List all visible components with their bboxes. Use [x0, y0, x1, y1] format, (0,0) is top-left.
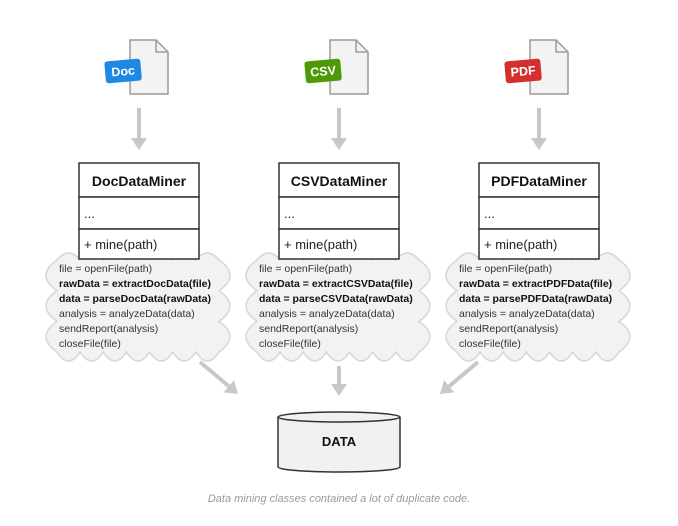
- doc-file-badge: Doc: [104, 58, 142, 84]
- csv-code-line: file = openFile(path): [259, 263, 352, 275]
- doc-file-badge-label: Doc: [111, 63, 136, 79]
- pdf-code-line: sendReport(analysis): [459, 323, 558, 335]
- caption: Data mining classes contained a lot of d…: [207, 493, 471, 505]
- pdf-code-line: analysis = analyzeData(data): [459, 308, 595, 320]
- miner-column-csv: CSV CSVDataMiner... + mine(path) file = ope…: [245, 39, 431, 362]
- csv-class-name: CSVDataMiner: [291, 173, 388, 189]
- pdf-data-arrow: [440, 360, 480, 394]
- doc-code-line: sendReport(analysis): [59, 323, 158, 335]
- pdf-file-arrow: [531, 108, 547, 150]
- doc-code-line: file = openFile(path): [59, 263, 152, 275]
- pdf-class-box: PDFDataMiner... + mine(path): [478, 162, 600, 260]
- doc-code-line: rawData = extractDocData(file): [59, 278, 211, 290]
- csv-code-line: data = parseCSVData(rawData): [259, 293, 413, 305]
- csv-code-line: analysis = analyzeData(data): [259, 308, 395, 320]
- pdf-file-icon: PDF: [504, 39, 569, 95]
- csv-code-line: closeFile(file): [259, 338, 321, 350]
- pdf-class-fields: ...: [484, 206, 495, 221]
- doc-code-line: data = parseDocData(rawData): [59, 293, 211, 305]
- doc-data-arrow: [198, 360, 238, 394]
- csv-code-line: rawData = extractCSVData(file): [259, 278, 413, 290]
- doc-file-icon: Doc: [104, 39, 169, 95]
- csv-class-fields: ...: [284, 206, 295, 221]
- doc-class-name: DocDataMiner: [92, 173, 187, 189]
- pdf-code-line: data = parsePDFData(rawData): [459, 293, 612, 305]
- doc-code-line: analysis = analyzeData(data): [59, 308, 195, 320]
- csv-file-icon: CSV: [304, 39, 369, 95]
- csv-data-arrow: [331, 366, 347, 396]
- database-icon: [277, 411, 401, 473]
- pdf-class-name: PDFDataMiner: [491, 173, 587, 189]
- pdf-class-method: + mine(path): [484, 237, 557, 252]
- pdf-code-line: rawData = extractPDFData(file): [459, 278, 612, 290]
- miner-column-pdf: PDF PDFDataMiner... + mine(path) file = ope…: [445, 39, 631, 362]
- csv-file-arrow: [331, 108, 347, 150]
- pdf-file-badge: PDF: [504, 58, 542, 84]
- csv-class-method: + mine(path): [284, 237, 357, 252]
- pdf-code-line: closeFile(file): [459, 338, 521, 350]
- doc-class-box: DocDataMiner... + mine(path): [78, 162, 200, 260]
- doc-class-method: + mine(path): [84, 237, 157, 252]
- doc-class-fields: ...: [84, 206, 95, 221]
- pdf-file-badge-label: PDF: [510, 63, 536, 79]
- csv-class-box: CSVDataMiner... + mine(path): [278, 162, 400, 260]
- database: DATA: [277, 411, 401, 473]
- doc-code-line: closeFile(file): [59, 338, 121, 350]
- csv-code-line: sendReport(analysis): [259, 323, 358, 335]
- pdf-code-line: file = openFile(path): [459, 263, 552, 275]
- doc-file-arrow: [131, 108, 147, 150]
- database-label: DATA: [322, 434, 357, 449]
- csv-file-badge: CSV: [304, 58, 342, 84]
- csv-file-badge-label: CSV: [310, 63, 337, 79]
